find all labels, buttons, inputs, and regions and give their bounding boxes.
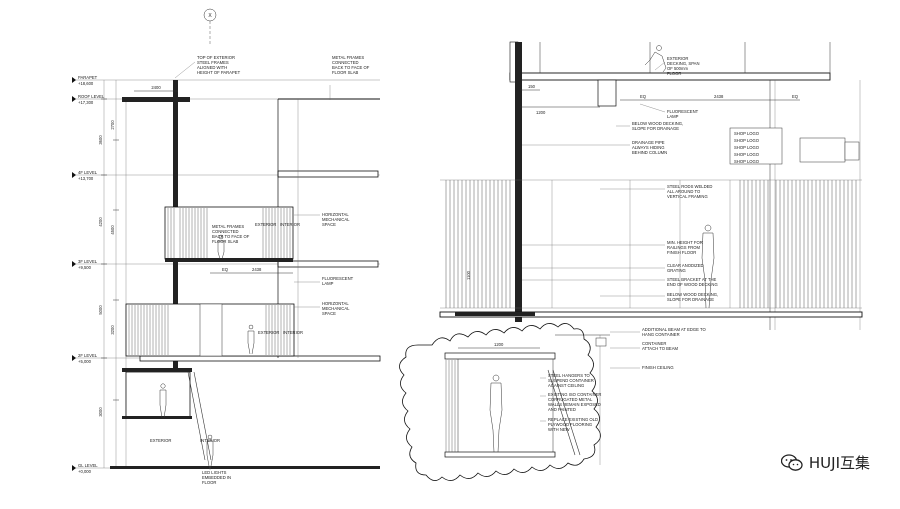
lower-deck [439, 311, 863, 318]
shop-logo: SHOP LOGO [734, 138, 760, 143]
level-markers: PARAPET +18,600 ROOF LEVEL +17,300 4F LE… [72, 75, 105, 474]
shop-logo: SHOP LOGO [734, 145, 760, 150]
label-interior-3: INTERIOR [200, 438, 220, 443]
revision-cloud [399, 323, 601, 481]
level-name: 3F LEVEL [78, 259, 98, 264]
dim-v7: 3200 [110, 325, 115, 335]
human-figures [159, 234, 255, 467]
level-name: GL LEVEL [78, 463, 98, 468]
hatched-walls [445, 180, 857, 308]
left-section: PARAPET +18,600 ROOF LEVEL +17,300 4F LE… [72, 55, 381, 485]
level-name: PARAPET [78, 75, 98, 80]
dim-v5: 5000 [98, 305, 103, 315]
label-interior-2: INTERIOR [283, 330, 303, 335]
level-value: +9,500 [78, 265, 92, 270]
dim-v2: 2700 [110, 120, 115, 130]
dim-top-1200: 1200 [536, 110, 546, 115]
note-below-decking-1: BELOW WOOD DECKING,SLOPE FOR DRAINAGE [632, 121, 683, 131]
wechat-icon [780, 453, 803, 471]
suspended-container [444, 334, 610, 465]
level-value: +18,600 [78, 81, 94, 86]
column-right [515, 42, 522, 322]
dim-top-small: 150 [528, 84, 536, 89]
label-exterior-3: EXTERIOR [150, 438, 171, 443]
watermark-text: HUJI互集 [808, 454, 870, 472]
shop-logo: SHOP LOGO [734, 131, 760, 136]
dim-v6: 3000 [98, 407, 103, 417]
level-value: +0,000 [78, 469, 92, 474]
roof-beam [122, 97, 190, 102]
grid-marker-label: X [208, 13, 212, 19]
shop-logo-sign: SHOP LOGO SHOP LOGO SHOP LOGO SHOP LOGO … [729, 127, 860, 165]
dim-mid: 2438 [714, 94, 724, 99]
right-dimensions: 150 1200 EQ 2438 EQ 1200 1100 [458, 84, 800, 349]
watermark: HUJI互集 [780, 452, 870, 473]
dim-eq-2: EQ [792, 94, 799, 99]
floor-slabs [139, 98, 381, 362]
note-below-decking-2: BELOW WOOD DECKING,SLOPE FOR DRAINAGE [667, 292, 718, 302]
dim-eq: EQ [222, 267, 229, 272]
level-name: 4F LEVEL [78, 170, 98, 175]
level-value: +5,000 [78, 359, 92, 364]
shop-logo: SHOP LOGO [734, 159, 760, 164]
level-value: +17,300 [78, 100, 94, 105]
dim-v3: 4200 [98, 217, 103, 227]
label-interior-1: INTERIOR [280, 222, 300, 227]
note-finish-ceiling: FINISH CEILING [642, 365, 674, 370]
dim-side: 1100 [466, 270, 471, 280]
level-value: +13,700 [78, 176, 94, 181]
ground-line [110, 466, 380, 469]
dim-v1: 3600 [98, 135, 103, 145]
level-name: ROOF LEVEL [78, 94, 105, 99]
ground-container: EXTERIOR INTERIOR [122, 368, 220, 461]
horizontal-dimensions: 2400 EQ 2438 [134, 85, 293, 274]
shop-logo: SHOP LOGO [734, 152, 760, 157]
label-exterior-1: EXTERIOR [255, 222, 276, 227]
lower-container: EXTERIOR INTERIOR [125, 303, 303, 357]
dim-eq: EQ [640, 94, 647, 99]
dim-mid: 2438 [252, 267, 262, 272]
level-name: 2F LEVEL [78, 353, 98, 358]
dim-top: 2400 [151, 85, 161, 90]
human-figures-right [489, 45, 715, 453]
dim-bottom-1200: 1200 [494, 342, 504, 347]
vertical-dimensions: 3600 2700 4200 4500 5000 3000 3200 [98, 80, 127, 468]
right-section: SHOP LOGO SHOP LOGO SHOP LOGO SHOP LOGO … [399, 41, 863, 481]
grid-marker: X [203, 8, 217, 46]
dim-v4: 4500 [110, 225, 115, 235]
label-exterior-2: EXTERIOR [258, 330, 279, 335]
